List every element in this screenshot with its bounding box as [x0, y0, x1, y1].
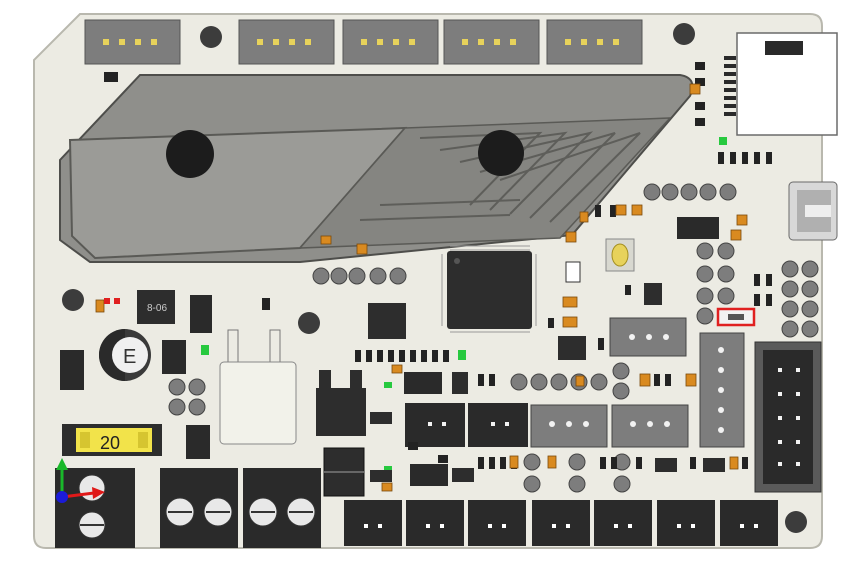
smd-ics — [60, 217, 719, 486]
top-connectors — [84, 19, 643, 65]
reset-button — [605, 238, 635, 272]
smd-red-parts — [104, 298, 120, 304]
mounting-hole — [785, 511, 807, 533]
mounting-hole — [298, 312, 320, 334]
usb-connector — [788, 181, 838, 241]
mounting-hole — [62, 289, 84, 311]
heatsink — [59, 74, 694, 263]
electrolytic-capacitor: E — [99, 329, 151, 381]
mounting-hole — [200, 26, 222, 48]
status-leds — [201, 137, 727, 472]
screw-terminals — [55, 468, 321, 548]
blade-fuse: 20 — [62, 424, 162, 456]
mcu-chip — [441, 245, 537, 333]
smd-capacitors — [95, 83, 748, 492]
regulator-label: 8-06 — [147, 303, 167, 314]
small-transistors — [370, 372, 725, 482]
bottom-connectors — [344, 500, 778, 546]
mid-connectors — [405, 317, 822, 493]
sd-card-slot — [724, 32, 838, 136]
electrolytic-capacitor-label: E — [123, 346, 136, 368]
pin-headers — [168, 183, 819, 493]
mounting-hole — [673, 23, 695, 45]
power-transistor — [219, 329, 366, 445]
axis-triad-icon — [56, 458, 105, 503]
fuse-label: 20 — [100, 433, 120, 453]
inductors — [323, 447, 365, 497]
